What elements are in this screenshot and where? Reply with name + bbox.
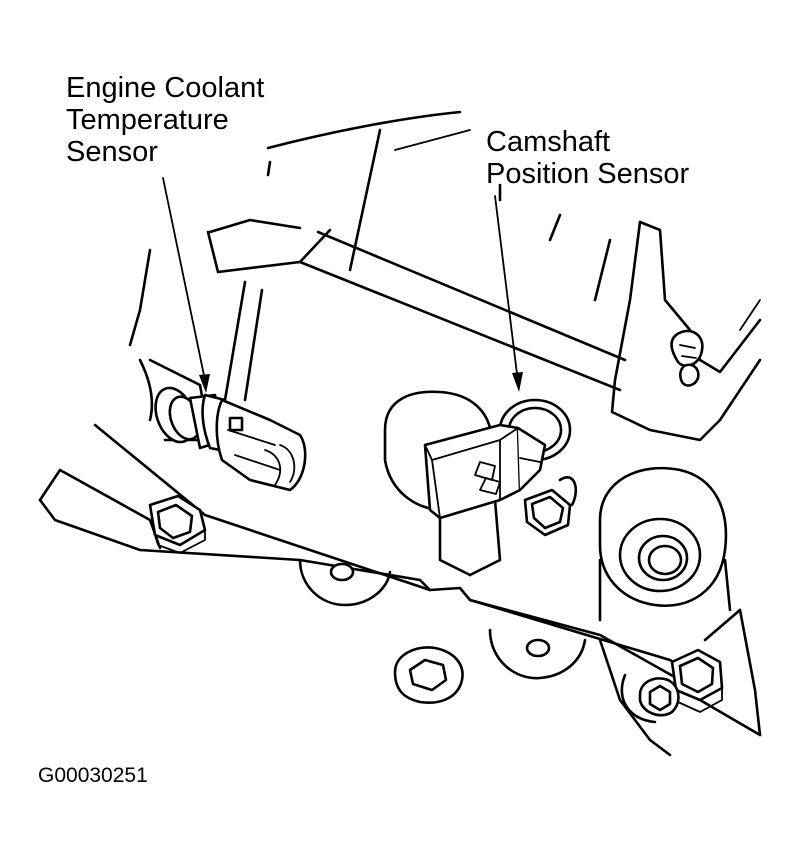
figure-id: G00030251 [38,764,148,787]
ect-label-line3: Sensor [66,136,158,168]
ect-sensor-label: Engine Coolant Temperature Sensor [66,72,264,168]
ect-leader-arrow [162,177,210,393]
cmp-sensor-label: Camshaft Position Sensor [486,126,689,190]
ect-label-line2: Temperature [66,104,229,136]
right-cylinder-boss [598,466,732,622]
bolt-left [148,494,207,554]
cmp-label-line1: Camshaft [486,126,611,158]
bolt-center-lower [393,646,464,704]
ect-label-line1: Engine Coolant [66,72,265,104]
cmp-label-line2: Position Sensor [486,158,690,190]
camshaft-position-sensor-area [383,390,577,577]
upper-bracket [610,220,762,442]
bolt-right-lower [638,648,724,717]
cmp-leader-arrow [494,195,523,392]
engine-coolant-temperature-sensor [154,386,307,492]
engine-block-outline [128,110,627,402]
